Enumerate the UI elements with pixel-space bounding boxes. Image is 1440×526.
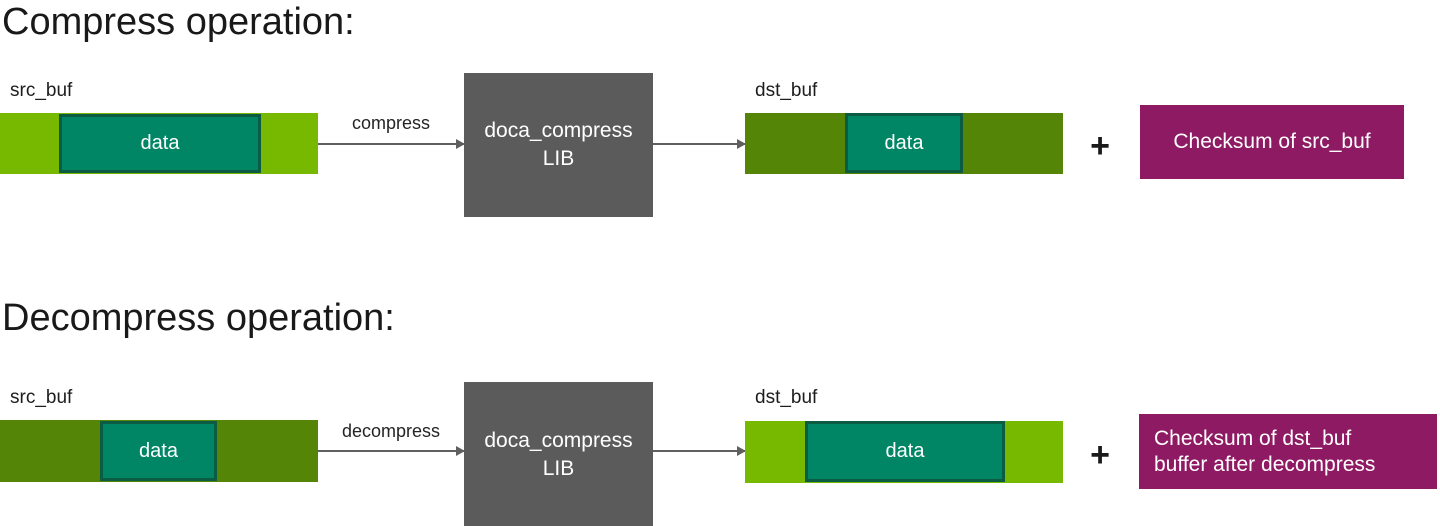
decompress-output-arrow [653, 446, 746, 456]
compress-src-data-label: data [140, 132, 180, 154]
decompress-input-arrow [318, 446, 465, 456]
decompress-arrow-label: decompress [341, 421, 441, 441]
compress-arrow-label: compress [351, 113, 431, 133]
compress-src-buf-label: src_buf [10, 80, 73, 101]
decompress-src-buf-label: src_buf [10, 387, 73, 408]
compress-src-data-segment: data [59, 114, 261, 173]
lib-box-line1: doca_compress [484, 119, 633, 142]
lib-box-line1: doca_compress [484, 428, 633, 452]
arrow-right-icon [737, 446, 746, 456]
lib-box-line2: LIB [542, 456, 575, 480]
decompress-doca-lib-box: doca_compress LIB [464, 382, 653, 526]
decompress-checksum-box: Checksum of dst_buf buffer after decompr… [1139, 414, 1437, 489]
compress-dst-data-segment: data [845, 113, 963, 173]
arrow-right-icon [456, 139, 465, 149]
decompress-dst-data-segment: data [805, 421, 1005, 482]
decompress-checksum-line1: Checksum of dst_buf [1154, 426, 1352, 450]
decompress-dst-data-label: data [885, 440, 925, 462]
compress-doca-lib-box: doca_compress LIB [464, 73, 653, 217]
lib-box-line2: LIB [542, 147, 575, 170]
decompress-checksum-line2: buffer after decompress [1154, 452, 1376, 476]
decompress-src-data-segment: data [100, 421, 217, 481]
compress-output-arrow [653, 139, 746, 149]
compress-operation-heading: Compress operation: [2, 1, 355, 43]
arrow-right-icon [737, 139, 746, 149]
decompress-dst-buf-label: dst_buf [755, 387, 818, 408]
compress-dst-buf-label: dst_buf [755, 80, 818, 101]
decompress-operation-heading: Decompress operation: [2, 297, 395, 339]
compress-input-arrow [318, 139, 465, 149]
compress-checksum-label: Checksum of src_buf [1173, 130, 1371, 153]
arrow-right-icon [456, 446, 465, 456]
compress-plus-sign: + [1090, 127, 1110, 165]
compress-checksum-box: Checksum of src_buf [1140, 105, 1404, 179]
decompress-plus-sign: + [1090, 436, 1110, 474]
compress-dst-data-label: data [884, 131, 924, 154]
decompress-src-data-label: data [139, 439, 178, 462]
